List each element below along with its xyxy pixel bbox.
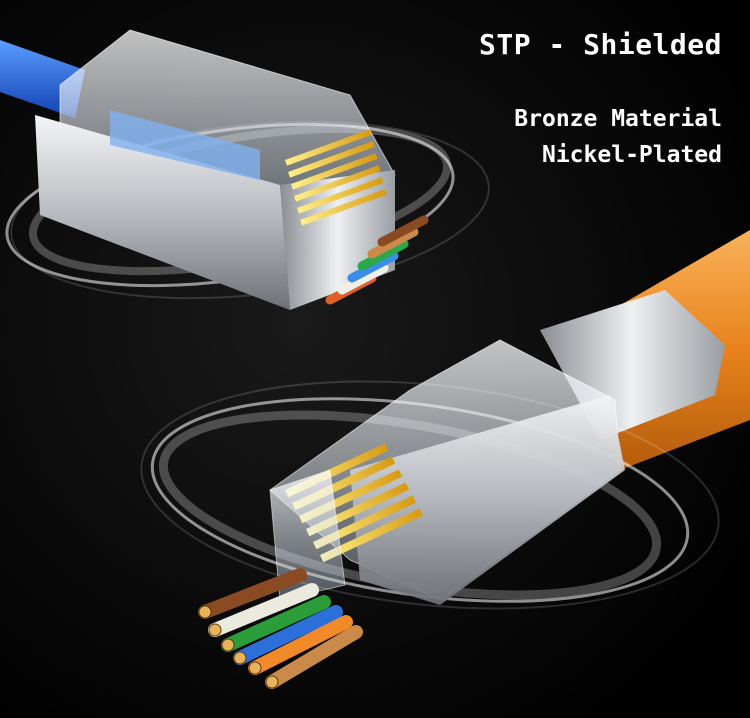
wire-copper-tips [198, 605, 279, 689]
headline: STP - Shielded [478, 28, 722, 61]
feature-plating: Nickel-Plated [541, 142, 722, 168]
bottom-wire-ends [198, 568, 363, 689]
feature-material: Bronze Material [514, 106, 722, 132]
top-wire-ends [325, 215, 429, 305]
bottom-rj45-plug [269, 339, 625, 605]
